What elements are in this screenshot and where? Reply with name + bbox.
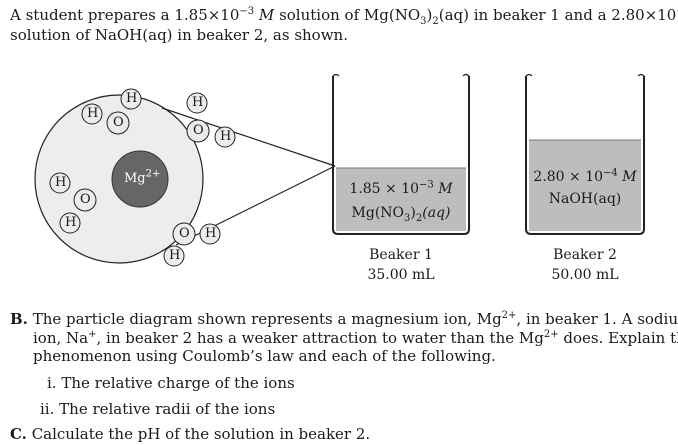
exponent: −3 bbox=[239, 6, 255, 17]
question-c-label: C. bbox=[10, 425, 27, 443]
hydrogen-label: H bbox=[55, 175, 67, 190]
oxygen-label: O bbox=[80, 192, 91, 207]
question-b-line-1: B. The particle diagram shown represents… bbox=[10, 310, 678, 328]
water-molecule bbox=[81, 88, 142, 135]
intro-line-1: A student prepares a 1.85×10−3 M solutio… bbox=[10, 6, 678, 27]
beaker-2 bbox=[525, 73, 645, 235]
exponent: −4 bbox=[676, 6, 678, 17]
atom-labels: O H H O H H O H H O H H Mg2+ bbox=[55, 91, 232, 263]
question-b-item-ii: ii. The relative radii of the ions bbox=[40, 400, 276, 418]
hydrogen-label: H bbox=[169, 248, 181, 263]
hydrogen-label: H bbox=[87, 106, 99, 121]
oxygen-label: O bbox=[193, 123, 204, 138]
intro-text: A student prepares a 1.85×10 bbox=[10, 6, 240, 24]
question-b-line-2: ion, Na+, in beaker 2 has a weaker attra… bbox=[33, 329, 678, 347]
subscript: 2 bbox=[432, 16, 439, 27]
hydrogen-label: H bbox=[220, 129, 232, 144]
beaker-1-concentration: 1.85 × 10−3 M bbox=[349, 179, 453, 197]
beaker-2-volume: 50.00 mL bbox=[551, 267, 619, 283]
beaker-1-volume: 35.00 mL bbox=[367, 267, 435, 283]
ion-label: Mg2+ bbox=[124, 168, 161, 186]
hydrogen-label: H bbox=[126, 91, 138, 106]
water-molecule bbox=[163, 222, 221, 267]
beaker-2-liquid bbox=[529, 140, 641, 231]
beaker-2-concentration: 2.80 × 10−4 M bbox=[533, 167, 637, 185]
magnesium-ion bbox=[111, 150, 169, 208]
question-c: C. Calculate the pH of the solution in b… bbox=[10, 425, 371, 443]
hydrogen-label: H bbox=[205, 226, 217, 241]
question-b-item-i: i. The relative charge of the ions bbox=[47, 374, 295, 392]
water-molecule bbox=[186, 92, 236, 148]
intro-text: ) bbox=[426, 6, 433, 24]
question-b-label: B. bbox=[10, 310, 28, 328]
oxygen-label: O bbox=[179, 226, 190, 241]
unit: M bbox=[254, 6, 275, 24]
question-b-line-3: phenomenon using Coulomb’s law and each … bbox=[33, 347, 496, 365]
oxygen-label: O bbox=[113, 115, 124, 130]
hydrogen-label: H bbox=[192, 95, 204, 110]
subscript: 3 bbox=[420, 16, 427, 27]
intro-text: (aq) in beaker 1 and a 2.80×10 bbox=[438, 6, 677, 24]
beaker-1-liquid bbox=[336, 168, 466, 231]
beaker-2-solute: NaOH(aq) bbox=[548, 191, 622, 207]
particle-diagram bbox=[34, 73, 645, 267]
beaker-1-solute: Mg(NO3)2(aq) bbox=[351, 205, 451, 224]
intro-text: solution of Mg(NO bbox=[274, 6, 421, 24]
zoom-line-top bbox=[161, 107, 336, 167]
water-molecule bbox=[49, 172, 97, 234]
beaker-1-name: Beaker 1 bbox=[369, 247, 433, 263]
beaker-1 bbox=[332, 73, 470, 235]
beaker-2-name: Beaker 2 bbox=[553, 247, 617, 263]
intro-line-2: solution of NaOH(aq) in beaker 2, as sho… bbox=[10, 26, 348, 44]
hydrogen-label: H bbox=[65, 215, 77, 230]
